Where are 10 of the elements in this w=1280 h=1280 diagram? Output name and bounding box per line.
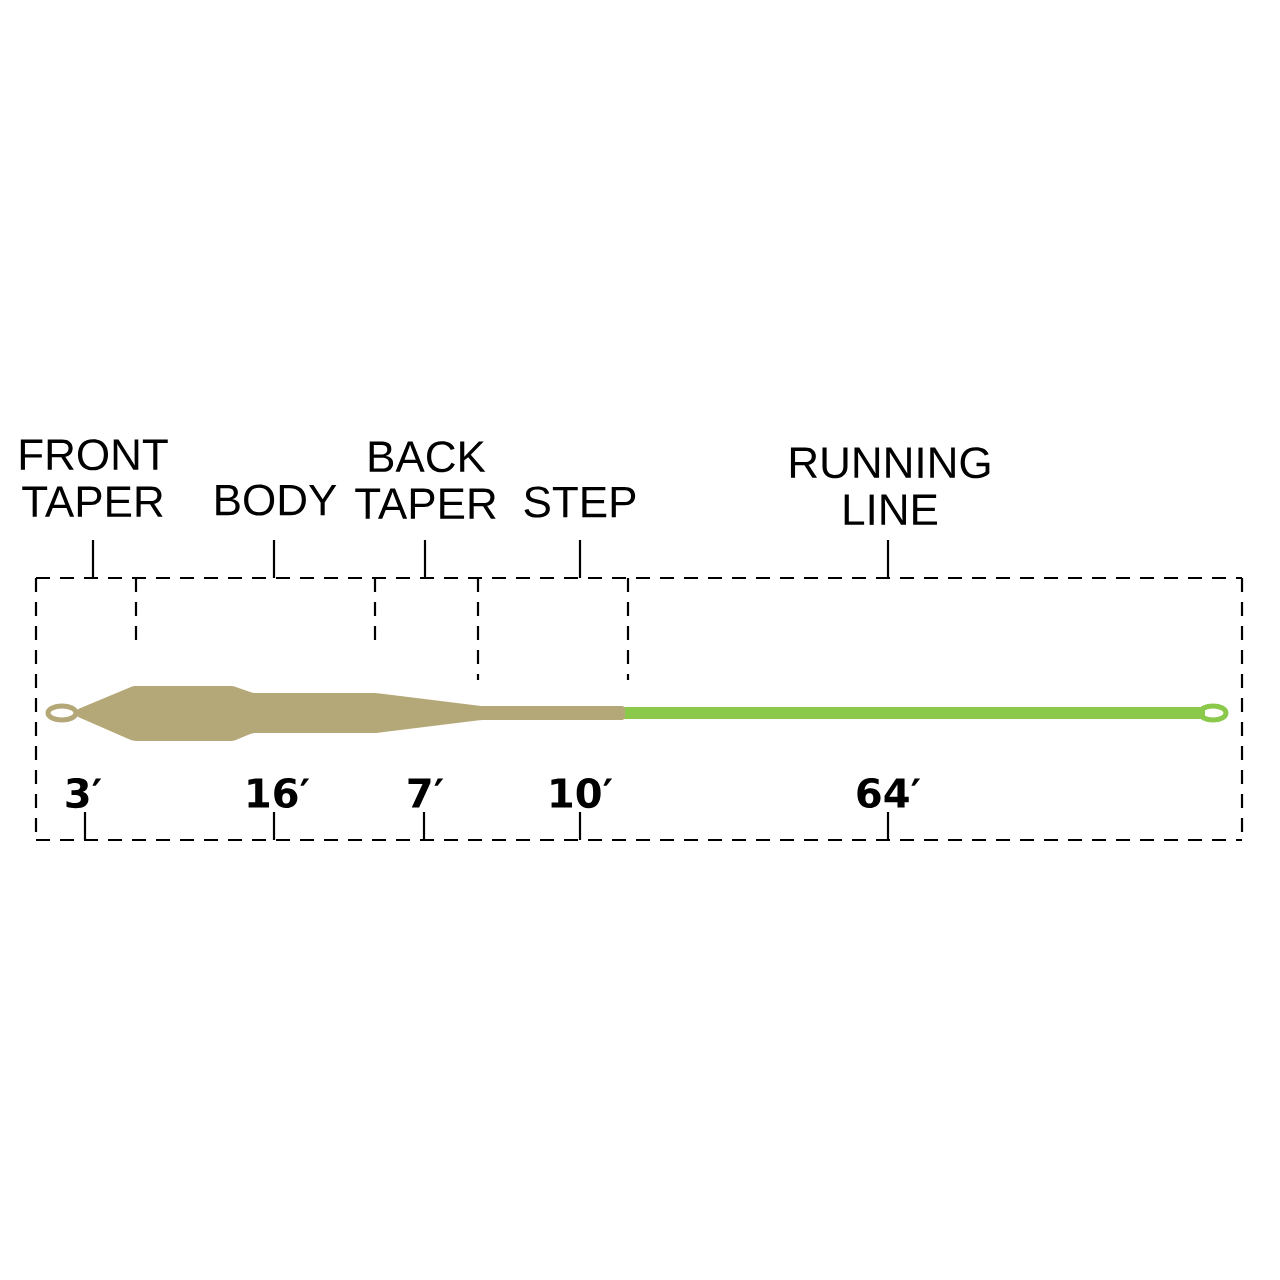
section-label: RUNNING LINE (790, 447, 990, 525)
section-label: FRONT TAPER (20, 439, 168, 517)
length-label: 16′ (248, 777, 310, 809)
length-label: 7′ (408, 778, 444, 808)
length-label: 64′ (857, 777, 921, 809)
section-label: STEP (524, 486, 636, 518)
length-label: 3′ (66, 777, 102, 809)
length-label: 10′ (551, 777, 613, 809)
section-label: BACK TAPER (355, 441, 496, 519)
section-label: BODY (216, 484, 337, 516)
